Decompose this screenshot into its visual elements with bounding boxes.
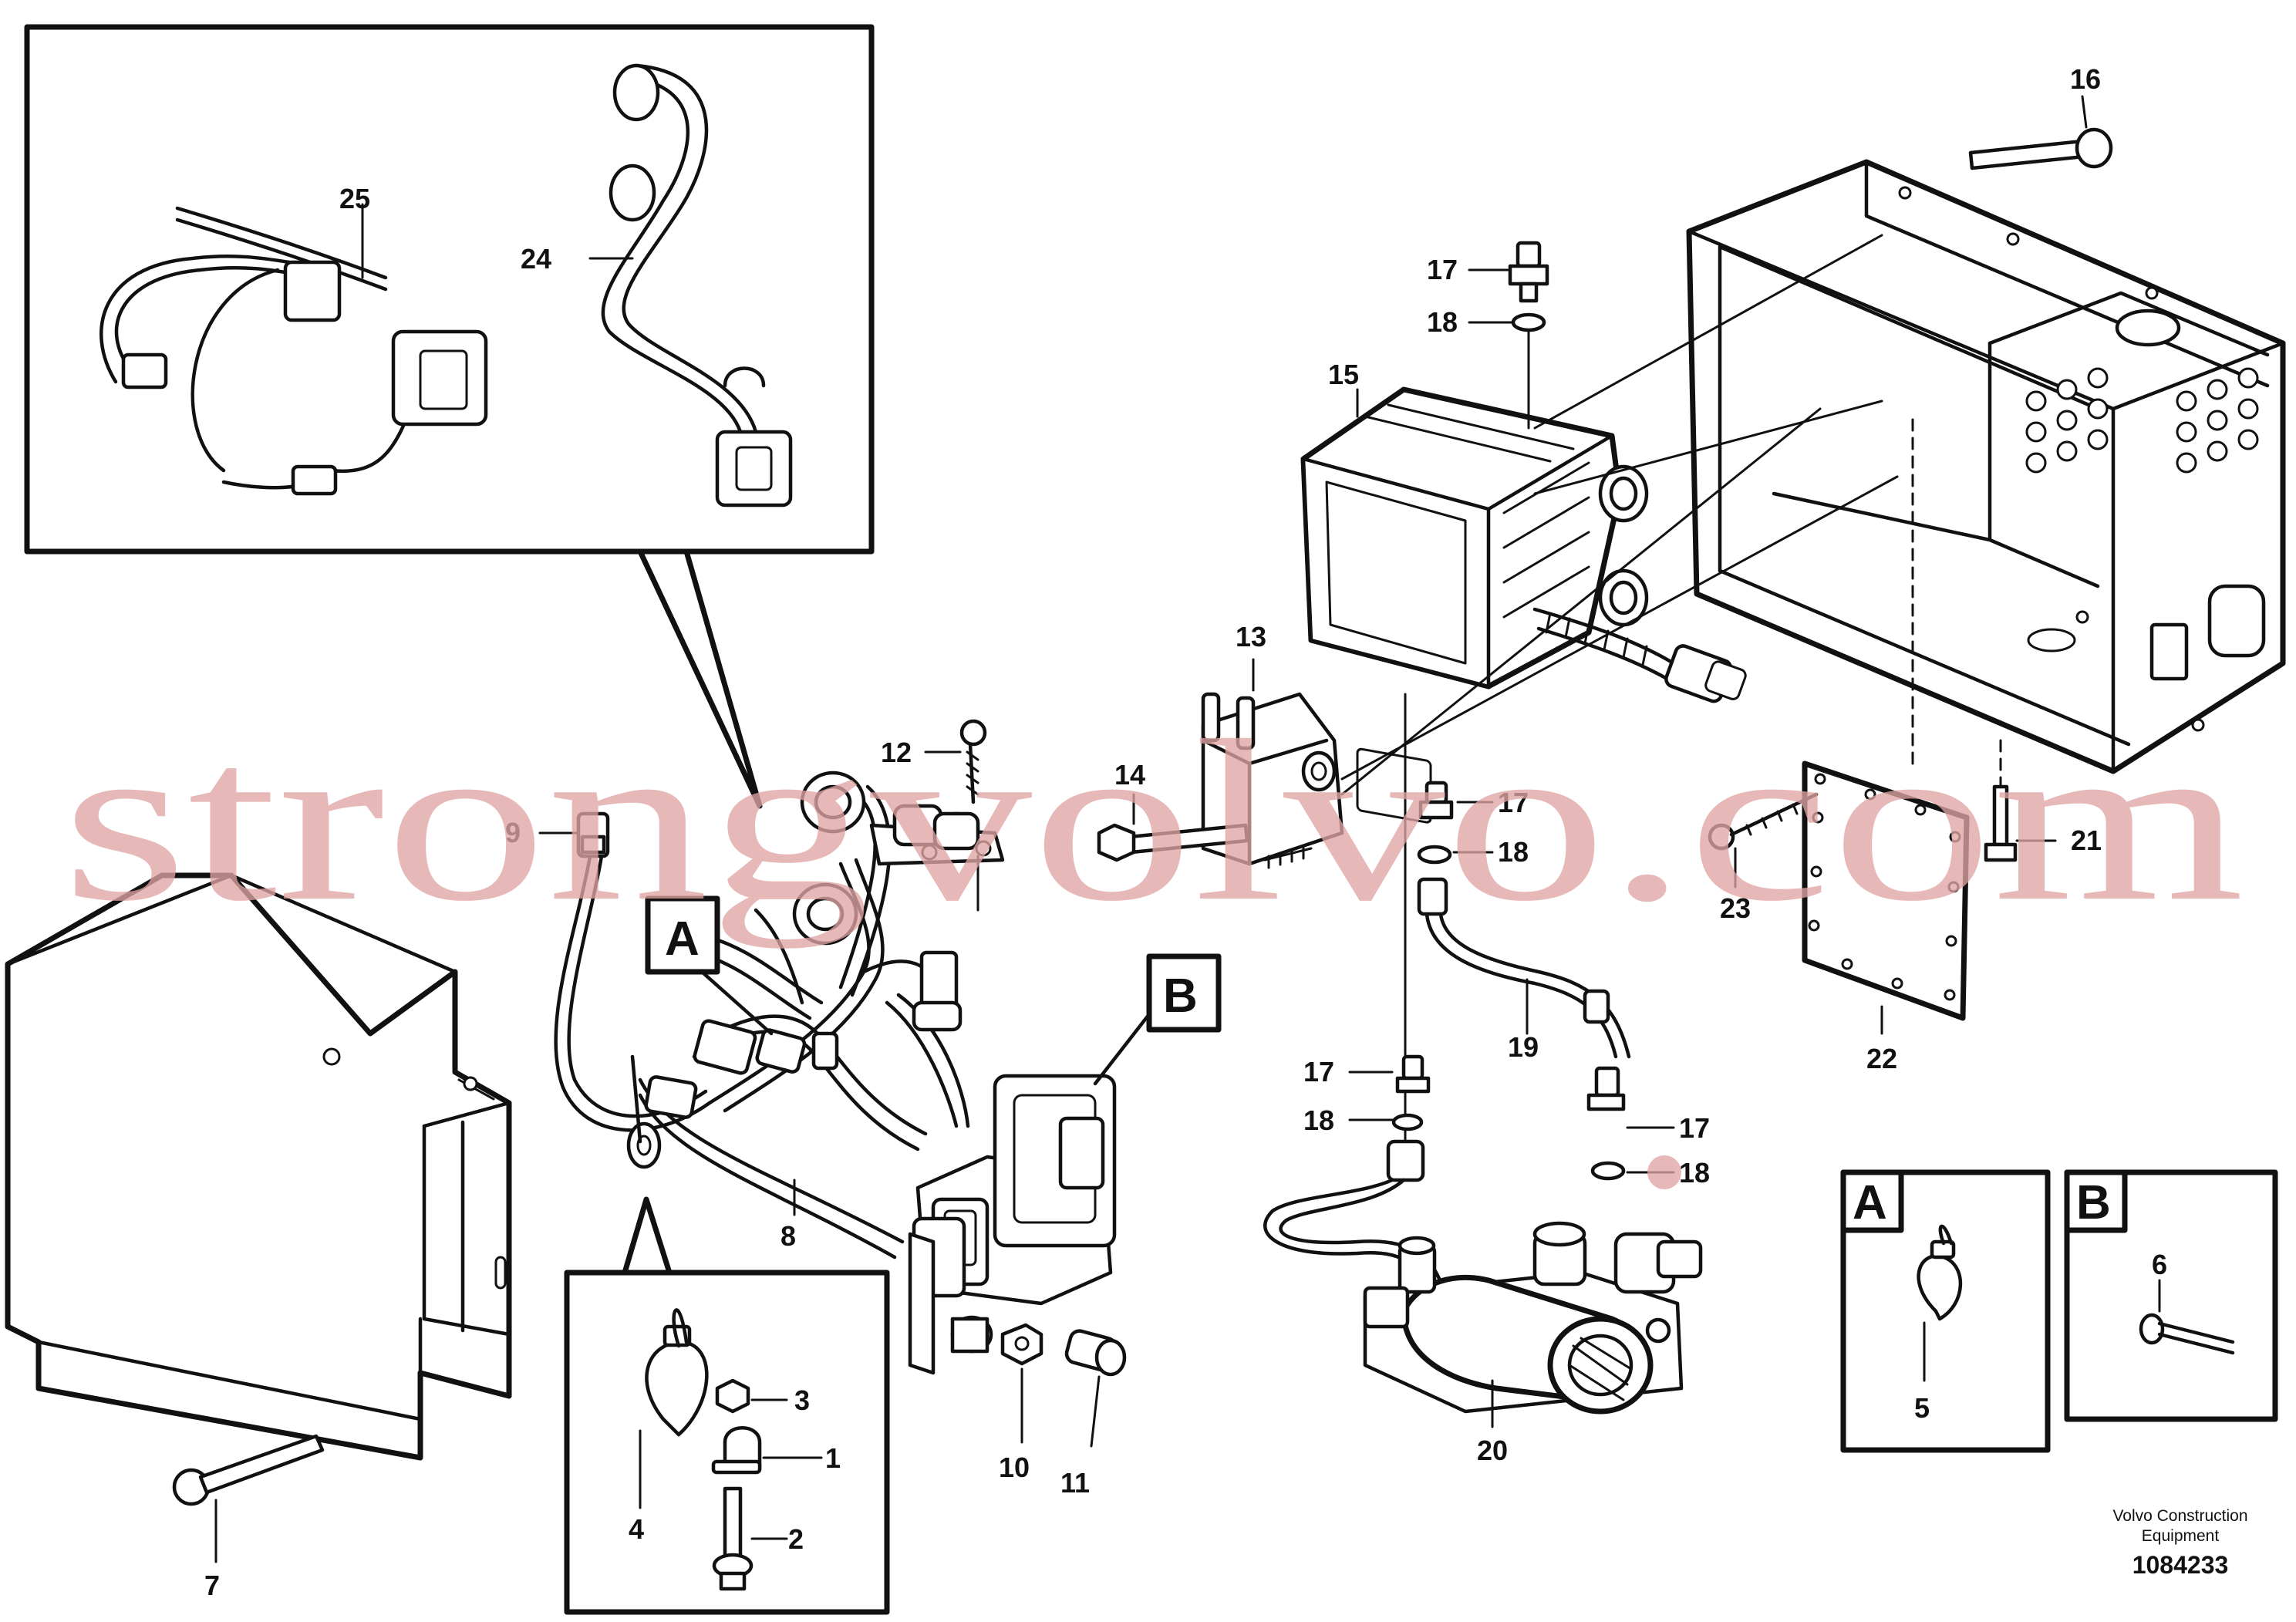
svg-text:B: B — [1163, 969, 1198, 1023]
watermark-dot — [1647, 1155, 1681, 1189]
callout-17-top: 17 — [1427, 254, 1458, 285]
callout-16: 16 — [2070, 63, 2101, 95]
harness-connector-module — [908, 1074, 1117, 1375]
fitting-top: 17 18 — [1427, 241, 1549, 430]
callout-11: 11 — [1060, 1467, 1090, 1499]
callout-17-left: 17 — [1303, 1056, 1334, 1088]
cover-plate-22: 22 23 21 — [1708, 415, 2102, 1074]
callout-8: 8 — [781, 1220, 796, 1252]
callout-24: 24 — [521, 243, 551, 275]
detail-marker-a: A — [645, 895, 774, 1036]
callout-6: 6 — [2152, 1249, 2167, 1280]
callout-23: 23 — [1720, 892, 1751, 924]
callout-18-top: 18 — [1427, 306, 1458, 338]
steel-frame-box — [1340, 159, 2286, 796]
callout-5: 5 — [1914, 1392, 1930, 1424]
callout-14: 14 — [1114, 759, 1145, 791]
callout-25: 25 — [339, 183, 370, 214]
callout-17-mid: 17 — [1498, 787, 1529, 818]
callout-18-right: 18 — [1679, 1157, 1710, 1189]
callout-20: 20 — [1477, 1435, 1508, 1466]
left-cover-panel: 7 — [5, 872, 512, 1601]
callout-2: 2 — [788, 1523, 804, 1555]
svg-text:A: A — [665, 912, 700, 966]
callout-1: 1 — [825, 1442, 841, 1474]
callout-17-right: 17 — [1679, 1112, 1710, 1144]
clip-detail-inset: 4 3 1 2 — [564, 1196, 890, 1615]
svg-text:B: B — [2076, 1176, 2111, 1229]
footer-block: Volvo Construction Equipment 1084233 — [2112, 1507, 2247, 1579]
callout-18-left: 18 — [1303, 1104, 1334, 1136]
callout-10: 10 — [999, 1452, 1030, 1483]
detail-inset-b: B 6 — [2064, 1169, 2278, 1422]
ecu-unit: 15 — [1300, 359, 1747, 824]
bolt-16: 16 — [1968, 63, 2113, 170]
callout-18-mid: 18 — [1498, 836, 1529, 868]
footer-company-line2: Equipment — [2142, 1527, 2220, 1545]
callout-21: 21 — [2071, 824, 2102, 856]
watermark-text: strongvolvo.com — [62, 693, 2244, 949]
detail-inset-a: A 5 — [1840, 1169, 2051, 1453]
callout-9: 9 — [505, 817, 521, 848]
callout-12: 12 — [881, 737, 912, 768]
main-wiring-harness: 9 8 — [505, 771, 970, 1259]
harness-detail-inset: 25 24 — [24, 24, 875, 809]
callout-7: 7 — [204, 1570, 220, 1601]
relay-bracket: 12 — [869, 719, 1005, 912]
relay-module-13: 13 14 — [1097, 621, 1344, 869]
callout-13: 13 — [1236, 621, 1266, 653]
callout-19: 19 — [1508, 1031, 1539, 1063]
callout-3: 3 — [794, 1384, 810, 1416]
footer-company-line1: Volvo Construction — [2112, 1507, 2247, 1525]
fuel-lines: 17 18 19 17 18 17 18 — [1263, 693, 1710, 1298]
frame-holes — [2025, 367, 2259, 474]
nut-and-sensor: 10 11 — [999, 1323, 1127, 1499]
svg-text:A: A — [1853, 1176, 1887, 1229]
drawing-number: 1084233 — [2132, 1551, 2229, 1579]
callout-22: 22 — [1866, 1043, 1897, 1074]
pump-assembly-20: 20 — [1363, 1221, 1703, 1466]
callout-4: 4 — [629, 1513, 644, 1545]
detail-marker-b: B — [1093, 953, 1222, 1086]
callout-15: 15 — [1328, 359, 1359, 390]
